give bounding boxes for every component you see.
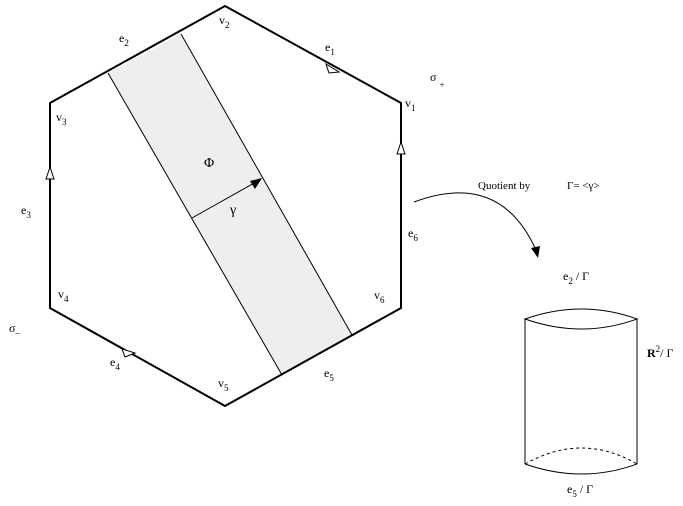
vertex-v1-label: v1 — [405, 96, 416, 113]
vertex-v3-label: v3 — [56, 110, 67, 127]
edge-e6-label: e6 — [408, 226, 418, 243]
strip-left-boundary — [107, 72, 283, 376]
edge-e2-label: e2 — [119, 31, 129, 48]
quotient-caption: Quotient by — [478, 180, 531, 192]
quotient-arrowhead — [531, 246, 540, 258]
cylinder-top-label: e2 / Γ — [563, 269, 589, 286]
vertex-v6-label: v6 — [374, 288, 385, 305]
cylinder-bottom-label: e5 / Γ — [567, 482, 593, 499]
edge-e3-arrow — [45, 165, 55, 180]
sigma-minus-label: σ_ — [9, 321, 20, 335]
vertex-v4-label: v4 — [58, 287, 69, 304]
strip-right-boundary — [180, 33, 353, 336]
edge-e6-arrow — [396, 140, 406, 155]
cylinder-side-label: R2/ Γ — [647, 344, 674, 360]
edge-e4-arrow — [121, 348, 137, 358]
quotient-group: Γ= <γ> — [567, 180, 600, 192]
edge-e5-label: e5 — [324, 366, 334, 383]
edge-e1-arrow — [325, 62, 341, 74]
gamma-label: γ — [229, 203, 236, 218]
sigma-plus-label: σ+ — [430, 70, 445, 90]
cylinder-bottom-back — [524, 447, 638, 465]
edge-e3-label: e3 — [21, 203, 31, 220]
gamma-arrow — [191, 181, 257, 219]
vertex-v5-label: v5 — [218, 376, 229, 393]
strip-label-phi: Φ — [204, 156, 214, 171]
gamma-arrowhead — [250, 178, 262, 189]
quotient-arrow — [413, 192, 537, 251]
edge-e1-label: e1 — [325, 40, 335, 57]
fundamental-strip — [108, 34, 352, 375]
cylinder-bottom-front — [524, 463, 638, 475]
hexagon-outline — [49, 4, 402, 408]
cylinder-top-ellipse — [523, 308, 639, 330]
vertex-v2-label: v2 — [219, 13, 230, 30]
edge-e4-label: e4 — [110, 355, 120, 372]
